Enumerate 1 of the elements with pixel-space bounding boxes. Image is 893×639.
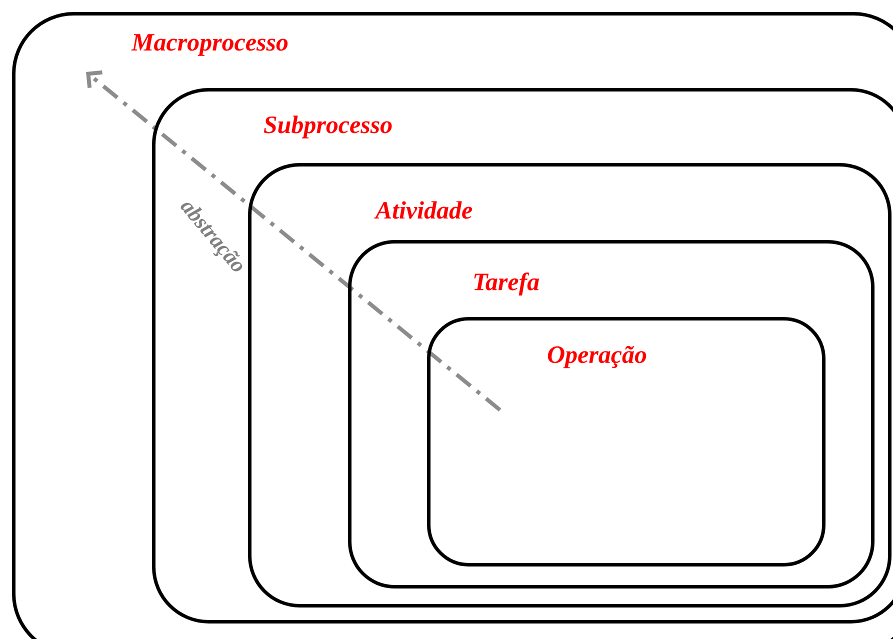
process-box: Operação [427, 317, 826, 566]
